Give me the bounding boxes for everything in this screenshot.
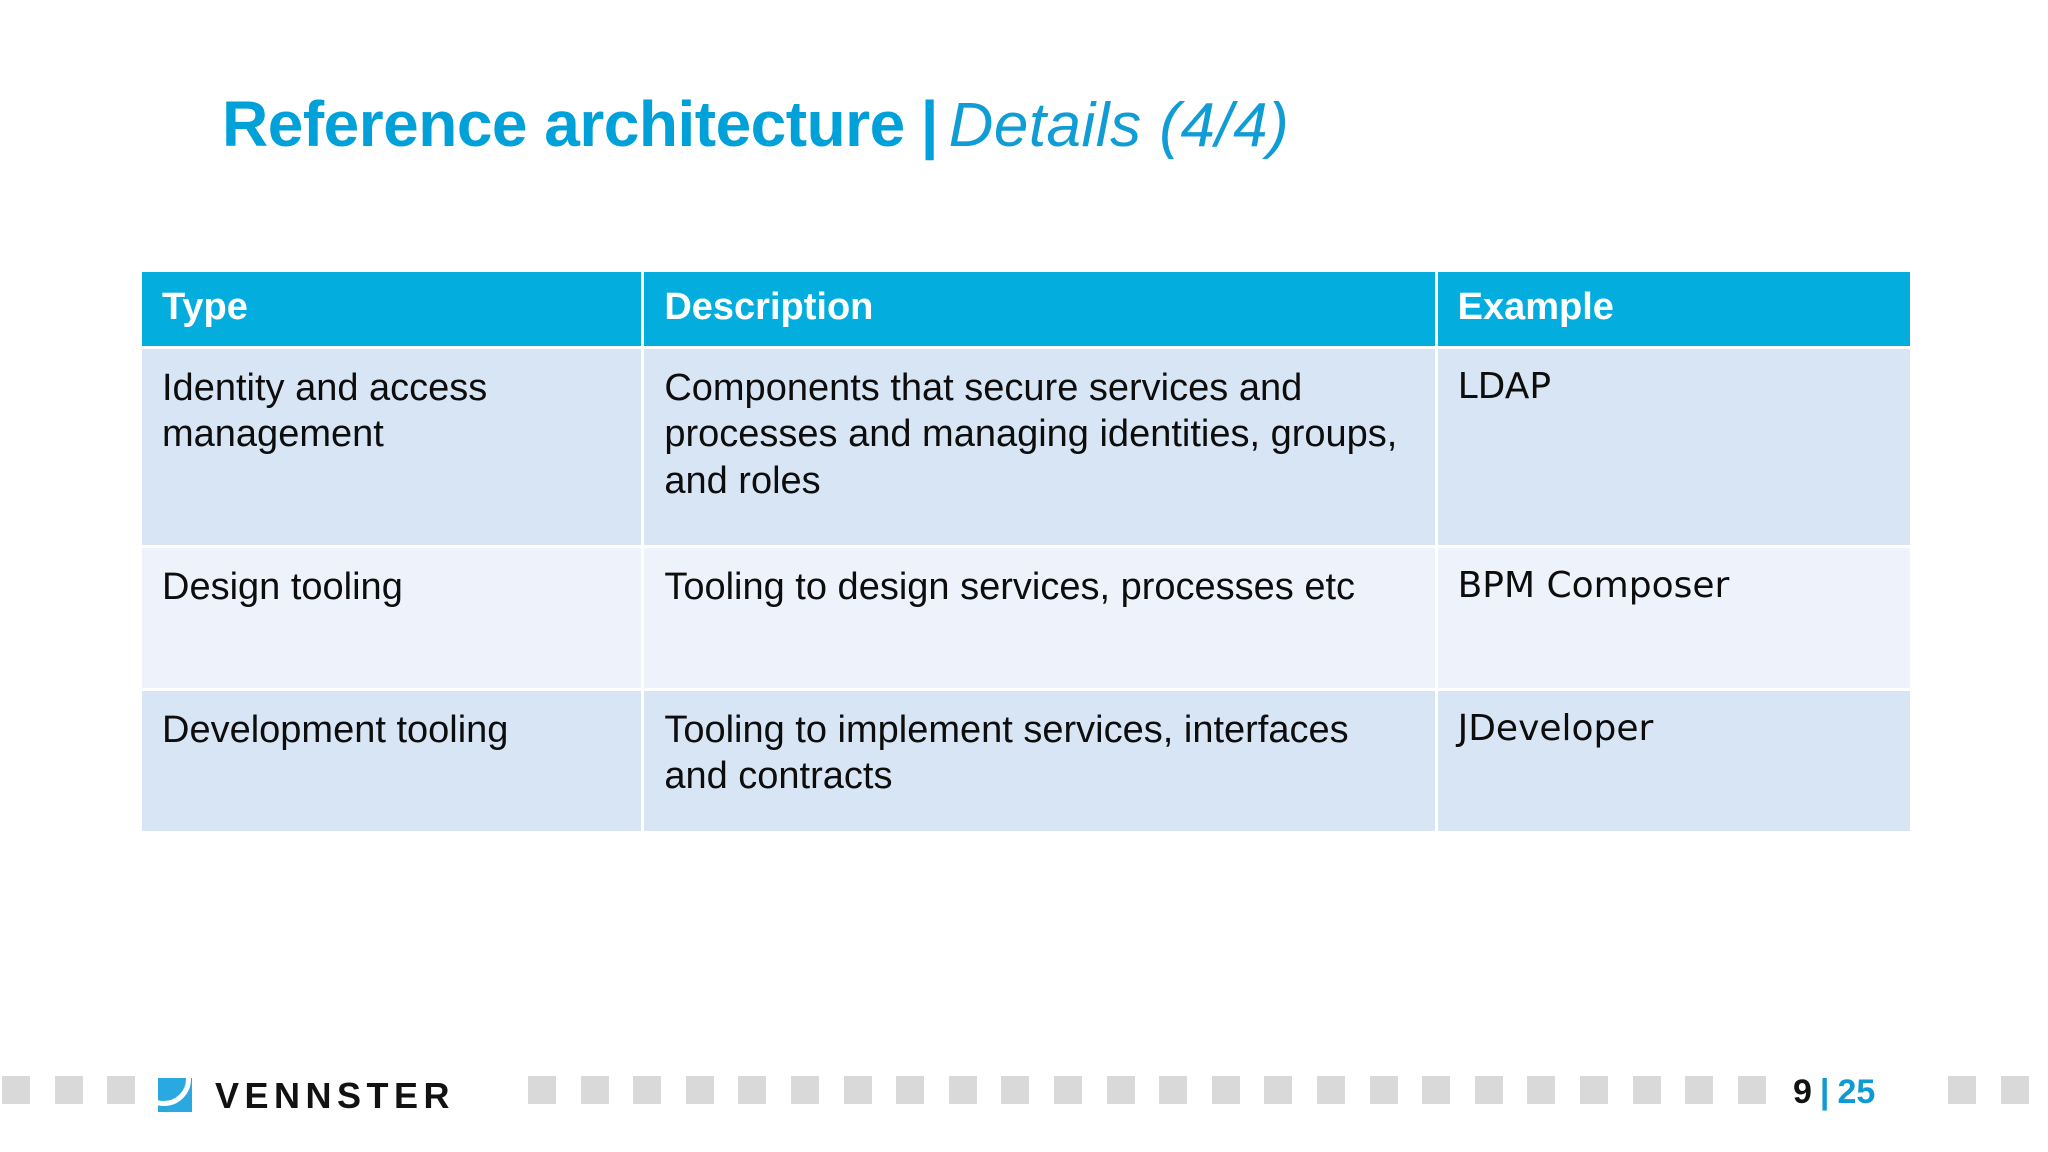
footer-square: [1422, 1076, 1450, 1104]
total-page-count: 25: [1837, 1073, 1876, 1111]
footer-square: [686, 1076, 714, 1104]
footer-square-strip: [0, 1076, 2048, 1116]
logo-arc-shape: [158, 1078, 191, 1106]
footer-square: [107, 1076, 135, 1104]
page-separator: |: [1819, 1073, 1830, 1111]
cell-type: Development tooling: [142, 691, 642, 831]
footer-square: [1107, 1076, 1135, 1104]
table-header-row: Type Description Example: [142, 272, 1911, 346]
table-row: Identity and access management Component…: [142, 349, 1911, 545]
footer-square: [896, 1076, 924, 1104]
cell-type: Identity and access management: [142, 349, 642, 545]
table-row: Development tooling Tooling to implement…: [142, 691, 1911, 831]
cell-description: Tooling to design services, processes et…: [644, 548, 1435, 688]
footer-square: [1159, 1076, 1187, 1104]
cell-example: LDAP: [1437, 349, 1911, 545]
column-header-description: Description: [644, 272, 1435, 346]
logo-wordmark: VENNSTER: [215, 1075, 456, 1116]
cell-example: JDeveloper: [1437, 691, 1911, 831]
page-title-separator: |: [920, 88, 939, 160]
footer-square: [844, 1076, 872, 1104]
footer-square: [791, 1076, 819, 1104]
footer-square: [1580, 1076, 1608, 1104]
footer-square: [1475, 1076, 1503, 1104]
footer-square: [633, 1076, 661, 1104]
cell-description: Components that secure services and proc…: [644, 349, 1435, 545]
footer-square: [1001, 1076, 1029, 1104]
footer-square: [2, 1076, 30, 1104]
footer-square: [1212, 1076, 1240, 1104]
cell-type: Design tooling: [142, 548, 642, 688]
current-page-number: 9: [1793, 1073, 1812, 1111]
vennster-logo-icon: [158, 1078, 192, 1112]
footer-square: [581, 1076, 609, 1104]
footer-square: [1633, 1076, 1661, 1104]
footer-square: [1264, 1076, 1292, 1104]
footer-square: [528, 1076, 556, 1104]
cell-example: BPM Composer: [1437, 548, 1911, 688]
cell-description: Tooling to implement services, interface…: [644, 691, 1435, 831]
column-header-type: Type: [142, 272, 642, 346]
footer-square: [55, 1076, 83, 1104]
column-header-example: Example: [1437, 272, 1911, 346]
footer-square: [1738, 1076, 1766, 1104]
page-indicator: 9|25: [1793, 1073, 1875, 1112]
footer-square: [738, 1076, 766, 1104]
details-table: Type Description Example Identity and ac…: [142, 272, 1911, 831]
footer-square: [1370, 1076, 1398, 1104]
footer-square: [1317, 1076, 1345, 1104]
page-title-main: Reference architecture: [222, 88, 905, 160]
table-row: Design tooling Tooling to design service…: [142, 548, 1911, 688]
footer-square: [1685, 1076, 1713, 1104]
page-title: Reference architecture|Details (4/4): [222, 92, 1289, 157]
page-title-subtitle: Details (4/4): [948, 91, 1290, 160]
footer-square: [949, 1076, 977, 1104]
footer-square: [1527, 1076, 1555, 1104]
footer-square: [2001, 1076, 2029, 1104]
footer-square: [1054, 1076, 1082, 1104]
footer-square: [1948, 1076, 1976, 1104]
